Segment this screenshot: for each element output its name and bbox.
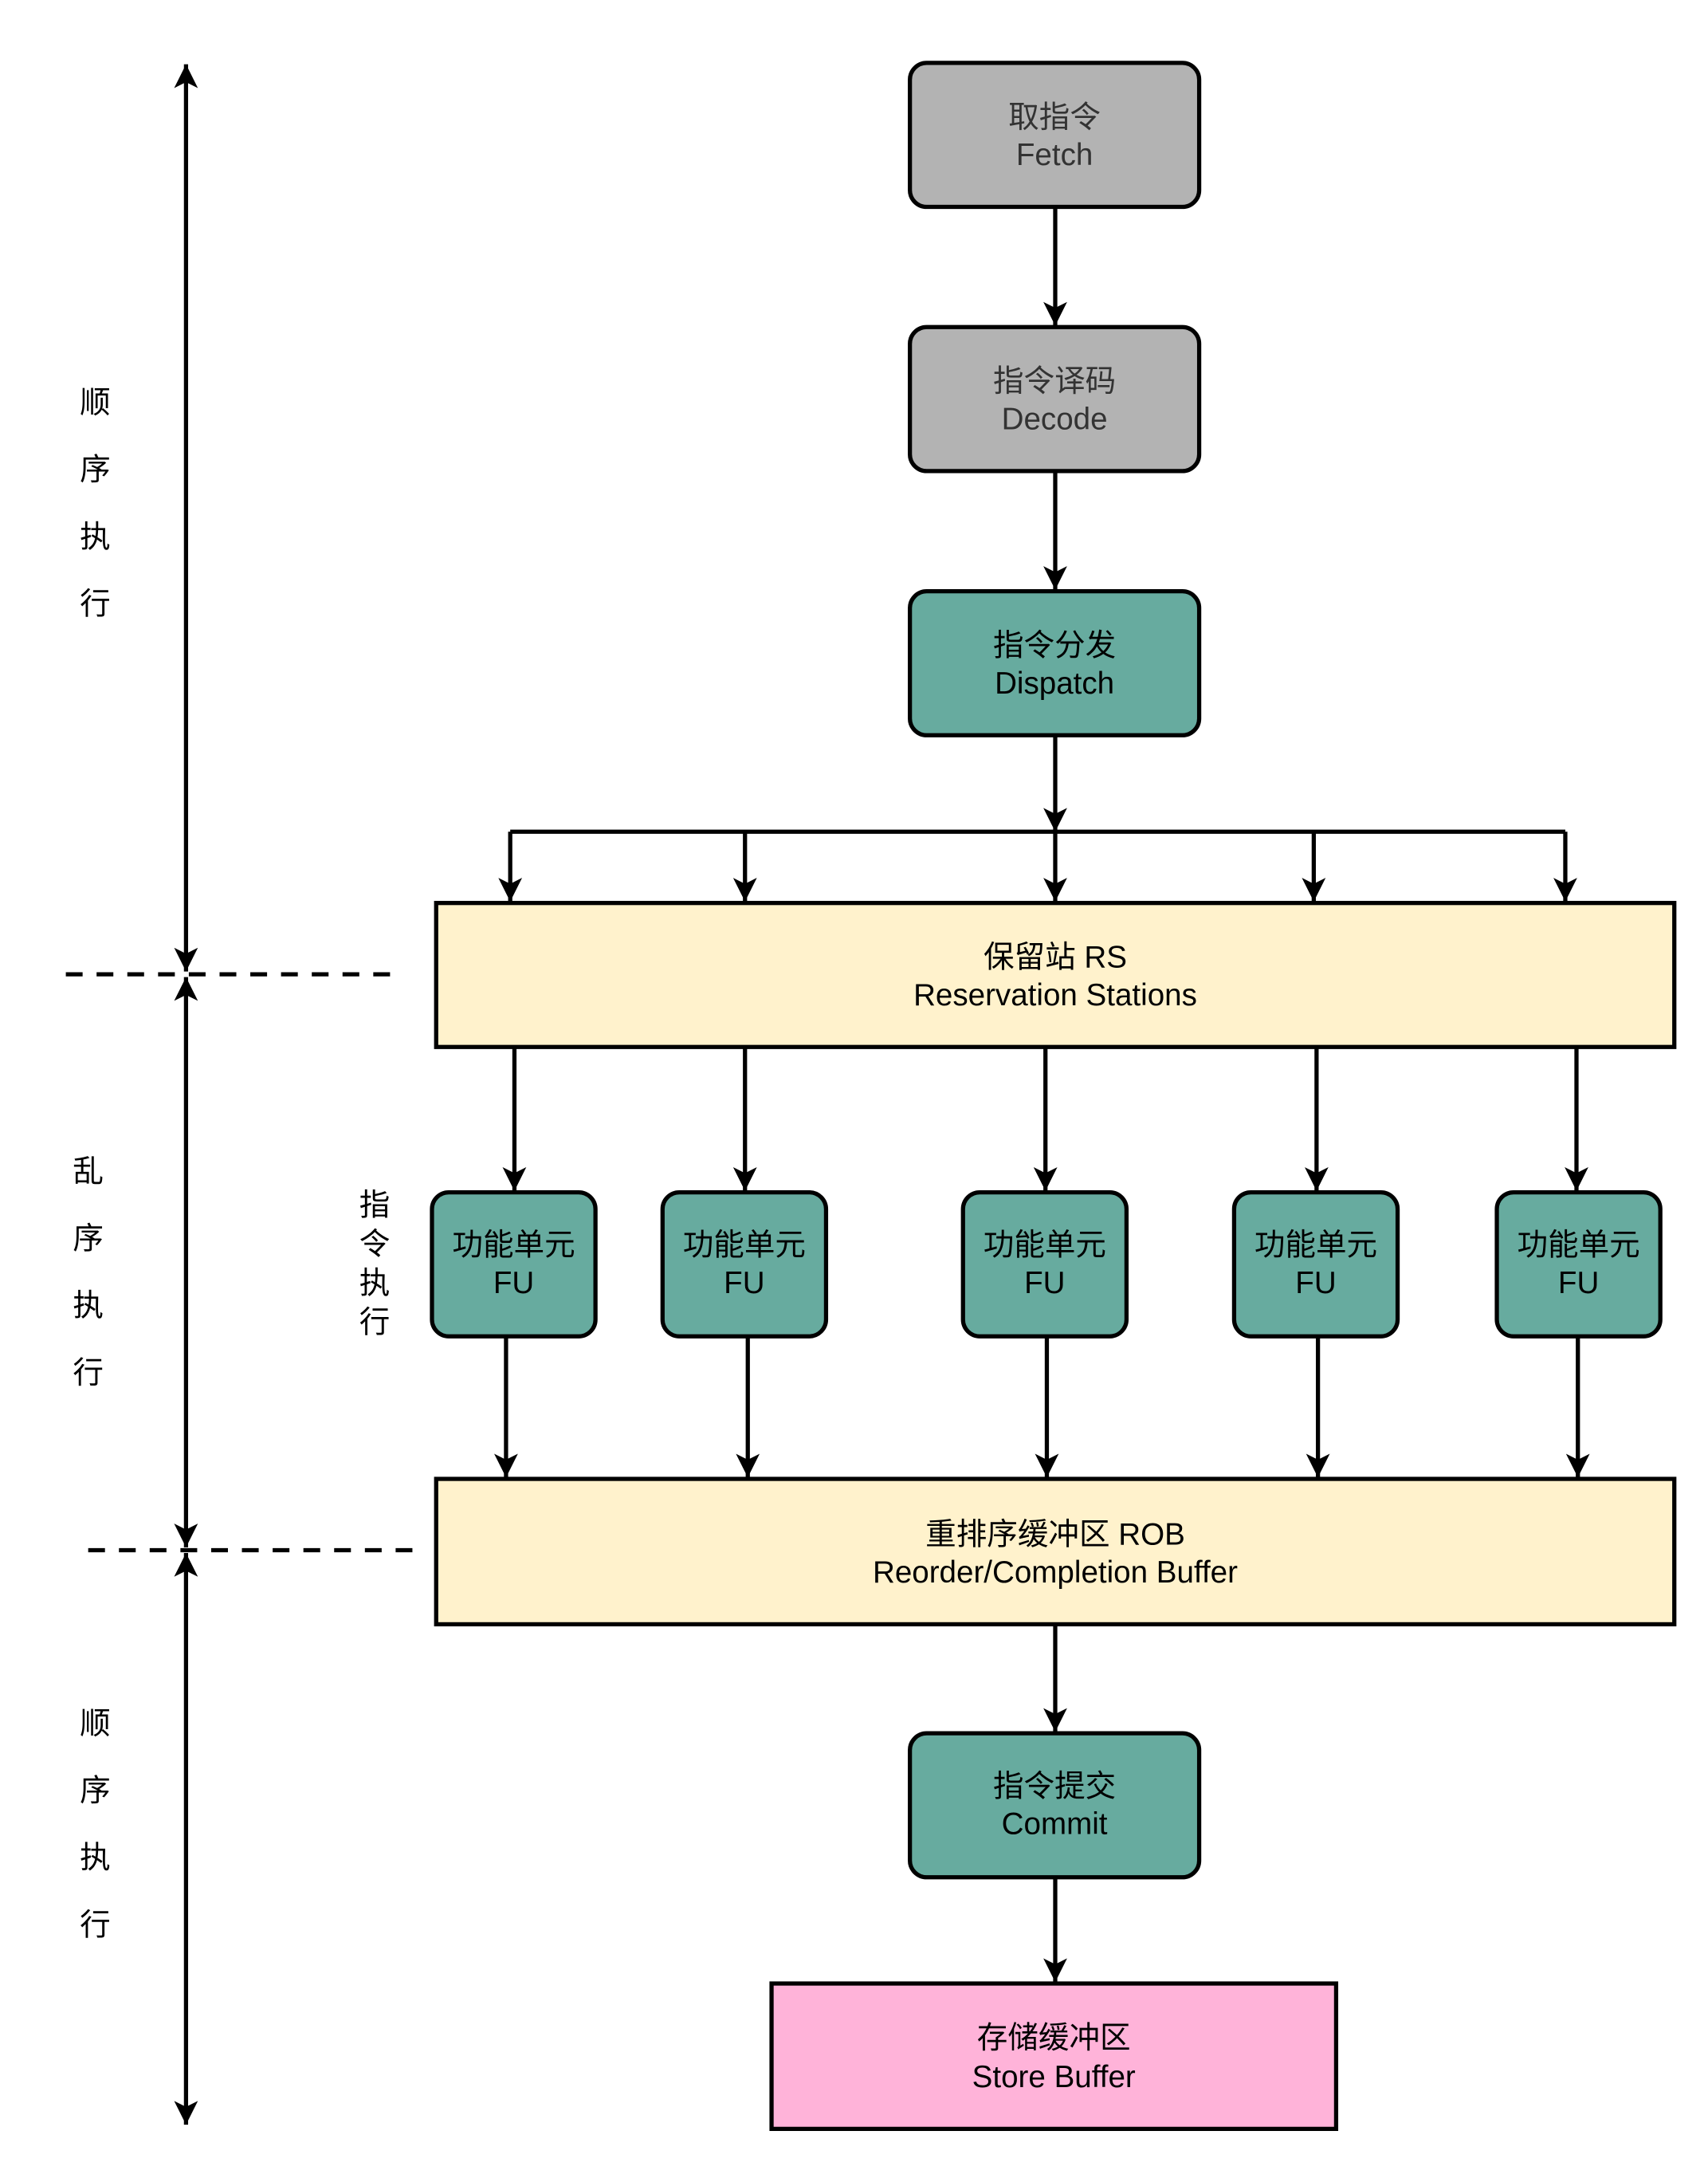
store-buffer-box: [769, 1981, 1339, 2132]
decode-label-zh: 指令译码: [993, 364, 1116, 399]
dispatch-node: 指令分发 Dispatch: [908, 589, 1202, 737]
functional-unit-label-en: FU: [1558, 1266, 1599, 1300]
reorder-buffer-box: [434, 1476, 1677, 1627]
dispatch-label-zh: 指令分发: [993, 629, 1116, 663]
phase-label-out-of-order: 乱序执行: [73, 1154, 104, 1390]
fetch-label-en: Fetch: [1016, 138, 1093, 172]
functional-unit-box: [660, 1189, 829, 1339]
functional-unit-label-zh: 功能单元: [1254, 1229, 1377, 1263]
reservation-stations-label-en: Reservation Stations: [913, 978, 1197, 1012]
reservation-stations-node: 保留站 RS Reservation Stations: [434, 901, 1677, 1049]
store-buffer-label-en: Store Buffer: [972, 2060, 1136, 2094]
functional-unit-4: 功能单元 FU: [1231, 1189, 1400, 1339]
dispatch-box: [908, 589, 1202, 737]
functional-unit-box: [430, 1189, 598, 1339]
reservation-stations-box: [434, 901, 1677, 1049]
functional-unit-label-en: FU: [493, 1266, 534, 1300]
decode-node: 指令译码 Decode: [908, 324, 1202, 474]
functional-unit-3: 功能单元 FU: [960, 1189, 1129, 1339]
functional-unit-label-zh: 功能单元: [683, 1229, 806, 1263]
dispatch-label-en: Dispatch: [995, 666, 1114, 701]
store-buffer-node: 存储缓冲区 Store Buffer: [769, 1981, 1339, 2132]
decode-label-en: Decode: [1002, 403, 1108, 437]
commit-box: [908, 1731, 1202, 1880]
phase-label-in-order-bottom: 顺序执行: [80, 1706, 111, 1941]
fetch-label-zh: 取指令: [1008, 100, 1101, 135]
store-buffer-label-zh: 存储缓冲区: [977, 2021, 1131, 2055]
functional-unit-box: [960, 1189, 1129, 1339]
reservation-stations-label-zh: 保留站 RS: [984, 941, 1127, 975]
functional-unit-box: [1494, 1189, 1663, 1339]
commit-label-en: Commit: [1002, 1807, 1108, 1842]
connectors: [494, 206, 1590, 1983]
execute-label: 指令执行: [359, 1188, 391, 1339]
reorder-buffer-label-zh: 重排序缓冲区 ROB: [925, 1518, 1185, 1552]
functional-unit-1: 功能单元 FU: [430, 1189, 598, 1339]
functional-unit-label-zh: 功能单元: [984, 1229, 1106, 1263]
timeline-axis: [65, 64, 420, 2125]
commit-node: 指令提交 Commit: [908, 1731, 1202, 1880]
reorder-buffer-node: 重排序缓冲区 ROB Reorder/Completion Buffer: [434, 1476, 1677, 1627]
fetch-box: [908, 61, 1202, 210]
commit-label-zh: 指令提交: [993, 1769, 1116, 1803]
functional-unit-2: 功能单元 FU: [660, 1189, 829, 1339]
functional-unit-label-en: FU: [724, 1266, 764, 1300]
functional-unit-label-zh: 功能单元: [1517, 1229, 1639, 1263]
functional-unit-label-en: FU: [1024, 1266, 1065, 1300]
phase-label-in-order-top: 顺序执行: [80, 385, 111, 620]
functional-unit-5: 功能单元 FU: [1494, 1189, 1663, 1339]
reorder-buffer-label-en: Reorder/Completion Buffer: [873, 1555, 1238, 1590]
functional-unit-label-en: FU: [1295, 1266, 1336, 1300]
fetch-node: 取指令 Fetch: [908, 61, 1202, 210]
decode-box: [908, 324, 1202, 474]
functional-unit-box: [1231, 1189, 1400, 1339]
functional-unit-label-zh: 功能单元: [452, 1229, 575, 1263]
